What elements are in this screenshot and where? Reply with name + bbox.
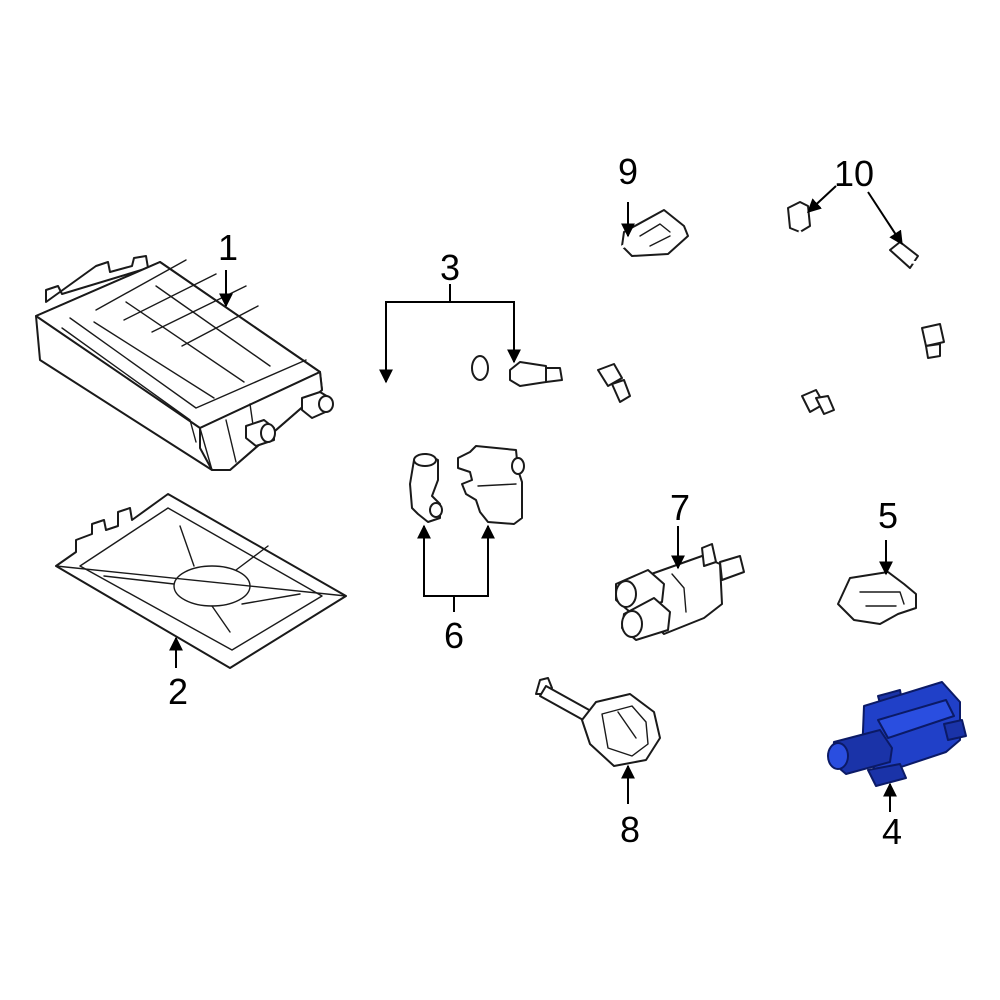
callout-3: 3 <box>440 247 460 288</box>
callout-5: 5 <box>878 495 898 536</box>
callout-10: 10 <box>834 153 874 194</box>
callout-8: 8 <box>620 809 640 850</box>
part-3-hose <box>360 355 489 410</box>
part-6-sensor-large <box>457 445 525 525</box>
part-4-purge-valve-highlighted <box>827 681 967 787</box>
callout-6: 6 <box>444 615 464 656</box>
part-3-connector <box>509 361 563 387</box>
callout-7: 7 <box>670 487 690 528</box>
callout-9: 9 <box>618 151 638 192</box>
leader-10b <box>867 191 903 246</box>
callout-4: 4 <box>882 811 902 852</box>
part-7-purge-valve <box>615 543 745 641</box>
leader-6 <box>417 524 495 612</box>
part-9-o2-sensor <box>576 209 689 403</box>
leader-3 <box>379 284 521 384</box>
part-10-o2-sensor-right <box>889 241 946 359</box>
callout-labels: 1 2 3 4 5 6 7 8 9 10 <box>168 151 902 852</box>
part-2-bracket <box>55 493 347 669</box>
callout-2: 2 <box>168 671 188 712</box>
part-6-sensor-small <box>409 453 443 523</box>
leader-lines <box>169 185 903 812</box>
part-5-sensor <box>837 571 917 625</box>
part-8-valve <box>535 677 661 767</box>
callout-1: 1 <box>218 227 238 268</box>
leader-10a <box>806 185 837 213</box>
part-10-o2-sensor-left <box>778 201 835 415</box>
canister-port-upper <box>301 391 334 419</box>
canister-port-lower <box>245 419 276 447</box>
part-1-canister <box>35 255 334 471</box>
